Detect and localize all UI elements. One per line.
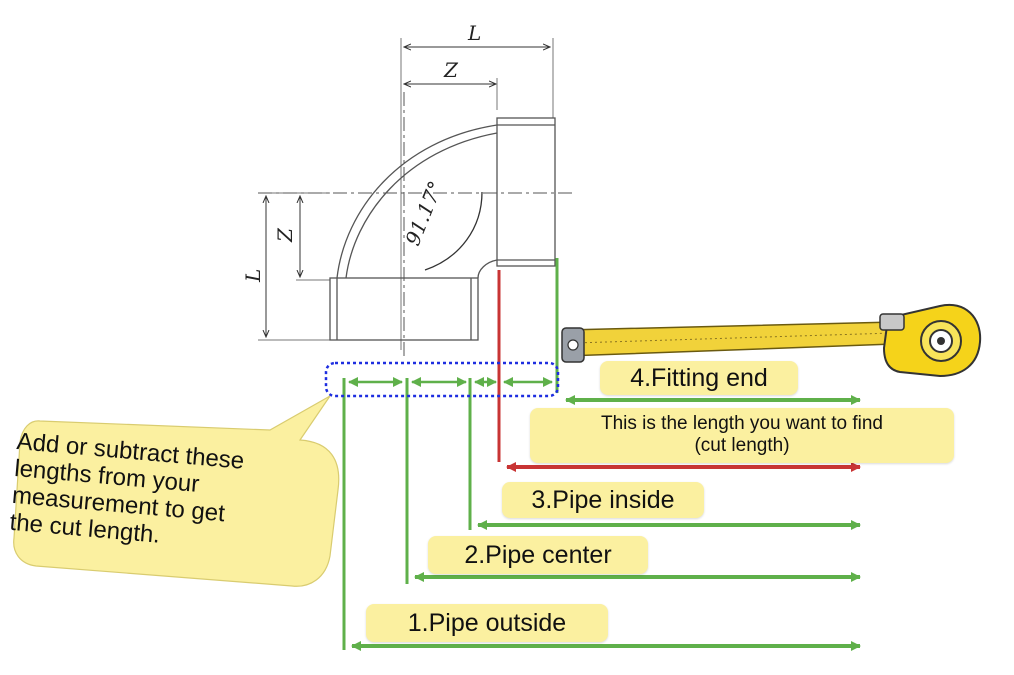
dim-label-L-left: L	[241, 269, 265, 283]
label-pipe-outside: 1.Pipe outside	[366, 604, 608, 642]
callout-bubble	[13, 395, 340, 587]
cut-length-line-2: (cut length)	[694, 435, 790, 456]
cut-length-line-1: This is the length you want to find	[601, 413, 883, 434]
tape-measure-icon	[561, 303, 982, 378]
label-pipe-inside: 3.Pipe inside	[502, 482, 704, 518]
elbow-fitting-drawing	[258, 38, 572, 360]
label-cut-length: This is the length you want to find (cut…	[530, 408, 954, 463]
label-fitting-end: 4.Fitting end	[600, 361, 798, 395]
label-pipe-center: 2.Pipe center	[428, 536, 648, 574]
dim-label-Z-top: Z	[443, 58, 459, 82]
angle-label: 91.17°	[400, 178, 447, 249]
offset-selection-box	[324, 361, 560, 398]
dim-label-L-top: L	[467, 21, 481, 45]
dim-label-Z-left: Z	[273, 227, 297, 243]
